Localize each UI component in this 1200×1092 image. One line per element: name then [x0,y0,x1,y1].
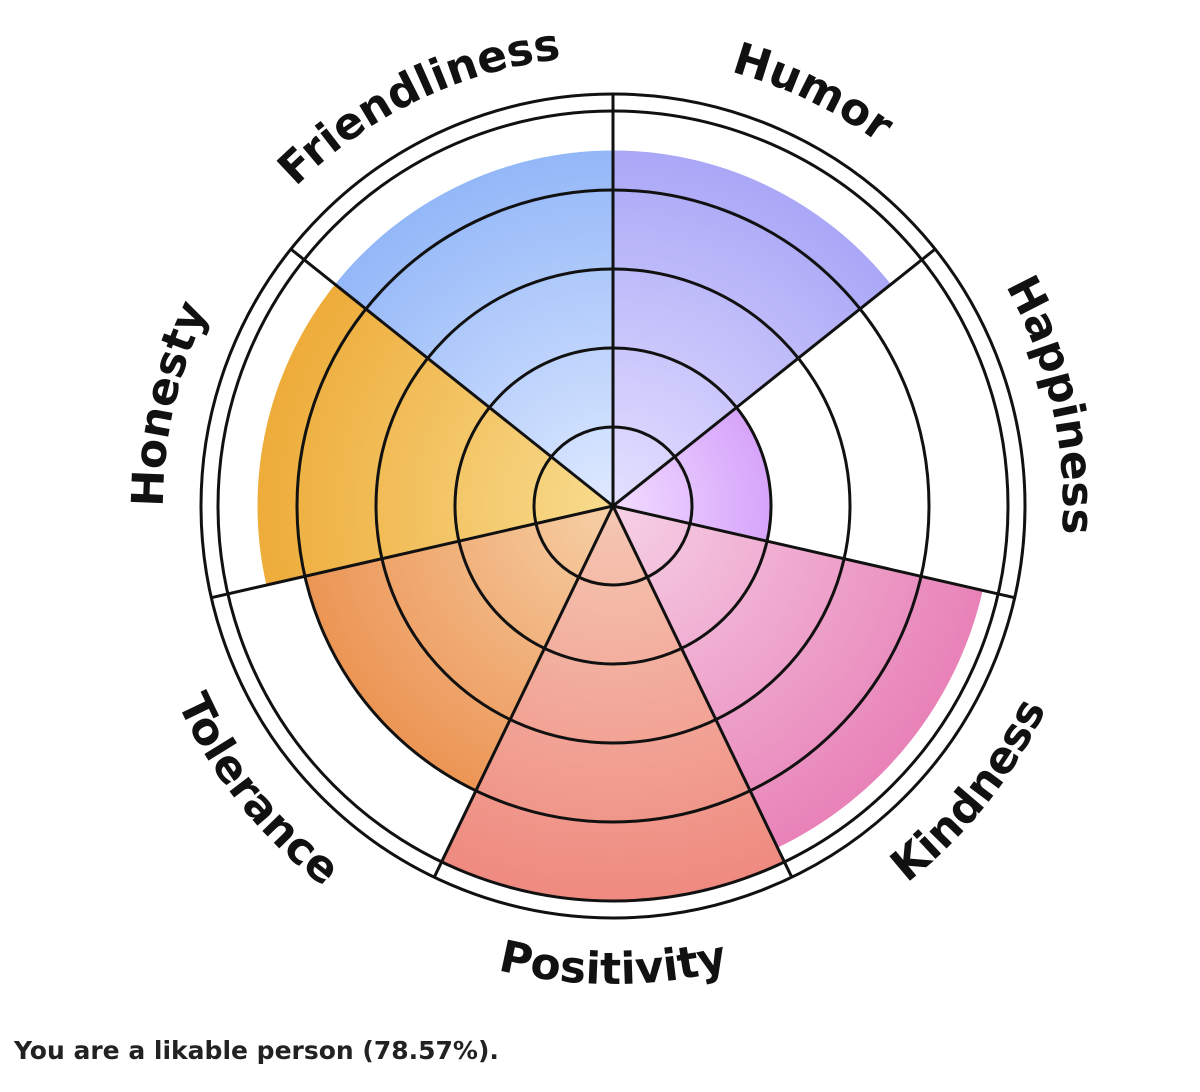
sector-kindness [613,506,983,848]
result-text: You are a likable person (78.57%). [14,1036,499,1065]
sector-humor [613,150,891,506]
sector-positivity [441,506,785,901]
spoke-2 [612,247,937,508]
spoke-4 [611,505,794,878]
spoke-7 [289,247,614,508]
sector-honesty [257,284,613,586]
spoke-6 [210,504,614,600]
label-humor: Humor [727,33,902,152]
spoke-5 [432,505,615,878]
sector-happiness [613,407,771,542]
label-positivity: Positivity [495,931,731,995]
spoke-3 [612,504,1016,600]
sector-friendliness [335,150,613,506]
chart-svg: HumorHappinessKindnessPositivityToleranc… [123,19,1104,995]
